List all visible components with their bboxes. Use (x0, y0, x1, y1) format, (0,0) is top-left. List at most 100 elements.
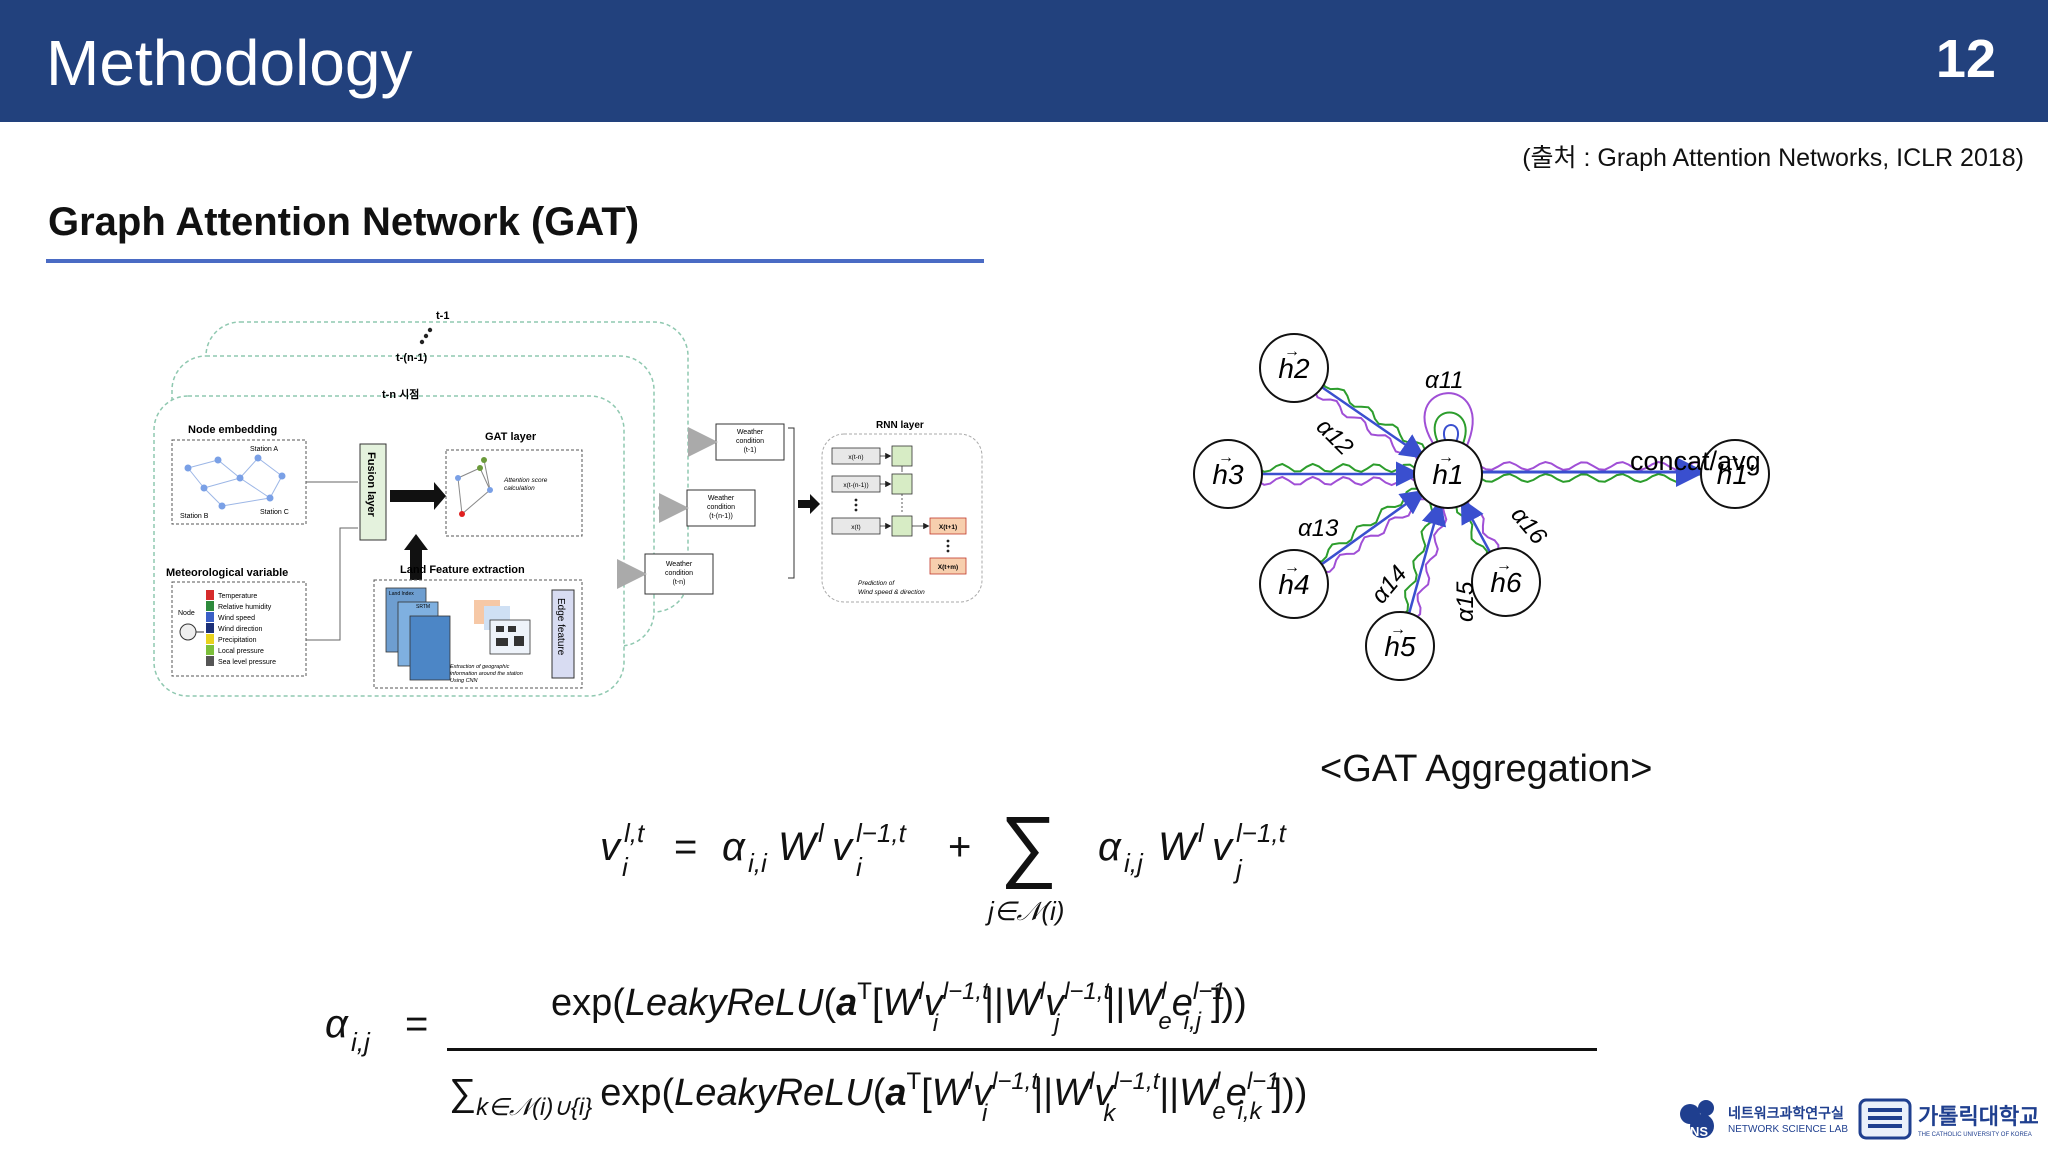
svg-text:i: i (622, 852, 629, 882)
edge-blue-3 (1406, 500, 1447, 618)
svg-text:α: α (1098, 825, 1122, 869)
alpha-12: α12 (1311, 413, 1359, 461)
node-circle (179, 623, 197, 641)
svg-text:h1: h1 (1432, 459, 1463, 490)
attention-edges (1257, 379, 1706, 620)
svg-text:l: l (1198, 818, 1205, 848)
output-purple (1479, 460, 1701, 472)
gat-layer-title: GAT layer (485, 431, 537, 443)
source-citation: (출처 : Graph Attention Networks, ICLR 201… (1522, 144, 2024, 172)
graph-nodes: h2→h3→h4→h5→h6→h1→h1'→ (1193, 333, 1770, 681)
rnn-layer-title: RNN layer (876, 420, 924, 431)
svg-text:i,j: i,j (351, 1027, 371, 1057)
land-index-label: Land Index (389, 591, 414, 597)
svg-text:Sea level pressure: Sea level pressure (218, 659, 276, 666)
land-feature-title: Land Feature extraction (400, 564, 525, 576)
svg-text:exp(LeakyReLU(aT[Wlvl−1,ti||Wl: exp(LeakyReLU(aT[Wlvl−1,ti||Wlvl−1,tj||W… (551, 978, 1247, 1037)
graph-caption: <GAT Aggregation> (1320, 748, 1653, 790)
edge-blue-2 (1317, 489, 1427, 568)
svg-text:+: + (948, 825, 971, 869)
svg-text:Wind direction: Wind direction (218, 626, 262, 633)
node-label: Node (178, 610, 195, 617)
svg-text:h6: h6 (1490, 567, 1522, 598)
edge-blue-0 (1318, 383, 1426, 459)
node-h2: h2→ (1259, 333, 1329, 403)
svg-text:Temperature: Temperature (218, 593, 257, 600)
svg-text:Local pressure: Local pressure (218, 648, 264, 655)
svg-text:X(t+m): X(t+m) (938, 564, 958, 571)
node-h3: h3→ (1193, 439, 1263, 509)
node-h4: h4→ (1259, 549, 1329, 619)
svg-text:α: α (722, 825, 746, 869)
equation-node-update: v l,t i = α i,i W l v l−1,t i + ∑ j∈𝒩(i)… (600, 800, 1288, 926)
edge-purple-1 (1257, 475, 1417, 487)
svg-text:j: j (1233, 854, 1243, 884)
edge-green-1 (1257, 462, 1417, 474)
time-label-t-n-1: t-(n-1) (396, 352, 427, 364)
gat-layer-box (445, 449, 583, 537)
meteo-box (171, 581, 307, 677)
fusion-to-gat-arrow (390, 482, 446, 510)
slide-header: Methodology 12 (0, 0, 2048, 122)
svg-text:α: α (325, 1002, 349, 1046)
station-b-label: Station B (180, 513, 209, 520)
svg-text:l−1,t: l−1,t (1236, 818, 1288, 848)
svg-text:x(t-(n-1)): x(t-(n-1)) (843, 482, 868, 489)
svg-text:v: v (1212, 825, 1234, 869)
edge-blue-4 (1460, 497, 1493, 557)
node-h5: h5→ (1365, 611, 1435, 681)
svg-text:j∈𝒩(i): j∈𝒩(i) (985, 896, 1064, 926)
alpha-13: α13 (1298, 515, 1339, 542)
weather-box-t-n-1 (686, 489, 756, 527)
svg-text:→: → (1438, 449, 1454, 466)
weather-box-t-1 (715, 423, 785, 461)
svg-text:h2: h2 (1278, 353, 1310, 384)
land-to-fusion-arrow (404, 534, 428, 580)
page-number: 12 (1935, 29, 1996, 89)
srtm-label: SRTM (416, 604, 430, 610)
svg-text:i,i: i,i (748, 848, 768, 878)
svg-text:l−1,t: l−1,t (856, 818, 908, 848)
svg-text:→: → (1725, 449, 1741, 466)
svg-text:∑k∈𝒩(i)∪{i}exp(LeakyReLU(aT[W: ∑k∈𝒩(i)∪{i}exp(LeakyReLU(aT[Wlvl−1,ti||W… (449, 1068, 1307, 1127)
catholic-university-logo: 가톨릭대학교 THE CATHOLIC UNIVERSITY OF KOREA (1858, 1098, 2038, 1140)
self-loop-green (1433, 411, 1467, 451)
gat-aggregation-graph: h2→h3→h4→h5→h6→h1→h1'→ α11 α12 α13 α14 α… (1193, 333, 1770, 681)
svg-text:W: W (1158, 825, 1199, 869)
self-loop-purple (1423, 392, 1474, 449)
self-loop-blue (1442, 424, 1460, 447)
edge-feature-box (551, 589, 575, 679)
network-science-lab-logo: NS 네트워크과학연구실 NETWORK SCIENCE LAB (1680, 1100, 1848, 1139)
svg-text:Precipitation: Precipitation (218, 637, 257, 644)
svg-text:∑: ∑ (1000, 800, 1057, 889)
svg-text:→: → (1496, 557, 1512, 574)
time-label-t-n: t-n 시점 (382, 387, 419, 401)
svg-text:v: v (600, 825, 622, 869)
weather-box-t-n (644, 553, 714, 595)
svg-text:NETWORK SCIENCE LAB: NETWORK SCIENCE LAB (1728, 1124, 1848, 1135)
svg-text:NS: NS (1690, 1124, 1708, 1139)
node-embedding-title: Node embedding (188, 424, 277, 436)
svg-text:x(t-n): x(t-n) (848, 454, 863, 461)
svg-text:W: W (778, 825, 819, 869)
svg-text:h3: h3 (1212, 459, 1244, 490)
svg-text:h1': h1' (1717, 459, 1755, 490)
node-h6: h6→ (1471, 547, 1541, 617)
node-h1-prime: h1'→ (1700, 439, 1770, 509)
output-green (1479, 472, 1701, 484)
svg-text:→: → (1284, 559, 1300, 576)
svg-text:Relative humidity: Relative humidity (218, 604, 272, 611)
station-a-label: Station A (250, 446, 278, 453)
svg-text:THE CATHOLIC UNIVERSITY OF KOR: THE CATHOLIC UNIVERSITY OF KOREA (1918, 1132, 2032, 1138)
station-graph (187, 457, 283, 507)
time-label-t-1: t-1 (436, 310, 449, 322)
svg-text:가톨릭대학교: 가톨릭대학교 (1918, 1104, 2038, 1129)
svg-text:v: v (832, 825, 854, 869)
footer-logos: NS 네트워크과학연구실 NETWORK SCIENCE LAB 가톨릭대학교 … (1680, 1098, 2038, 1140)
